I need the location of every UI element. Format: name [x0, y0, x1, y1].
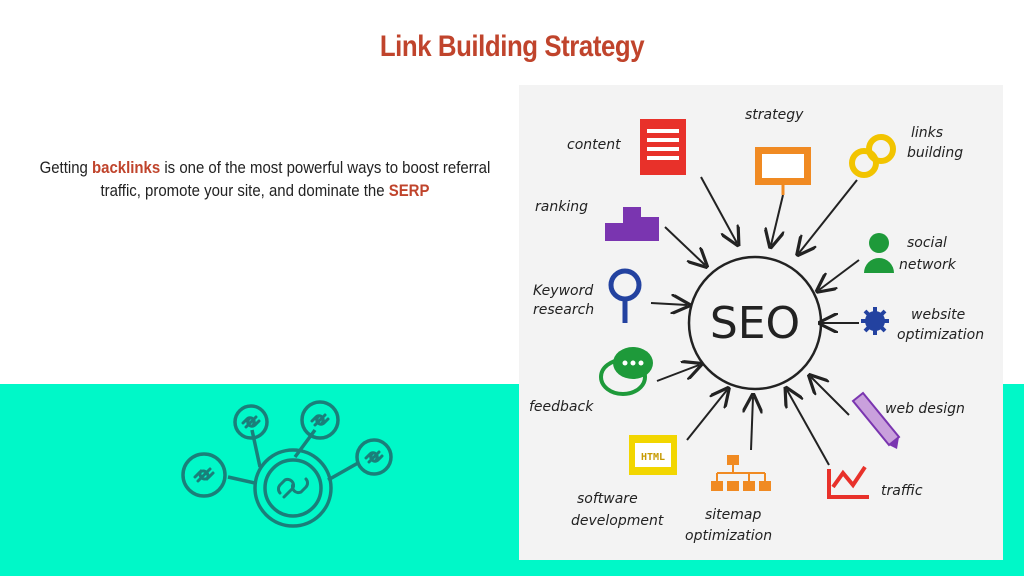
label-web-design: web design — [885, 401, 965, 417]
label-sitemap: sitemap — [705, 507, 762, 523]
label-software: software — [577, 491, 638, 507]
link-network-illustration — [181, 400, 393, 528]
label-ranking: ranking — [535, 199, 588, 215]
label-strategy: strategy — [745, 107, 804, 123]
sitemap-icon — [711, 455, 771, 491]
chat-bubble-icon — [599, 347, 653, 396]
label-research: research — [533, 302, 594, 318]
seo-diagram-svg: SEO content — [529, 107, 984, 544]
chain-link-icon — [193, 413, 384, 499]
highlight-serp: SERP — [388, 181, 430, 200]
label-building: building — [907, 145, 963, 161]
seo-center-label: SEO — [710, 298, 800, 349]
html-icon-label: HTML — [641, 452, 665, 463]
label-content: content — [567, 137, 621, 153]
content-icon — [640, 119, 686, 175]
label-network: network — [899, 257, 957, 273]
label-social: social — [907, 235, 947, 251]
slide-title: Link Building Strategy — [379, 30, 645, 63]
label-website-optimization: optimization — [897, 327, 984, 343]
user-icon — [864, 233, 894, 273]
slide-body-text: Getting backlinks is one of the most pow… — [30, 156, 500, 202]
highlight-backlinks: backlinks — [91, 158, 161, 177]
label-development: development — [571, 513, 664, 529]
seo-diagram: SEO content — [519, 85, 1003, 560]
gear-icon — [861, 307, 889, 335]
magnifier-icon — [608, 268, 642, 323]
body-part-1: Getting — [39, 158, 92, 177]
label-website: website — [911, 307, 965, 323]
line-chart-icon — [827, 465, 869, 499]
chain-link-icon-yellow — [849, 134, 896, 178]
arrows — [650, 176, 860, 466]
label-sitemap-optimization: optimization — [685, 528, 772, 544]
label-links: links — [911, 125, 943, 141]
ranking-icon — [605, 207, 659, 241]
html-file-icon: HTML — [629, 435, 677, 475]
body-part-2: is one of the most powerful ways to boos… — [100, 158, 491, 200]
strategy-icon — [755, 147, 811, 195]
label-feedback: feedback — [529, 399, 594, 415]
label-traffic: traffic — [881, 483, 923, 499]
label-keyword: Keyword — [533, 283, 593, 299]
pencil-icon — [851, 391, 901, 449]
